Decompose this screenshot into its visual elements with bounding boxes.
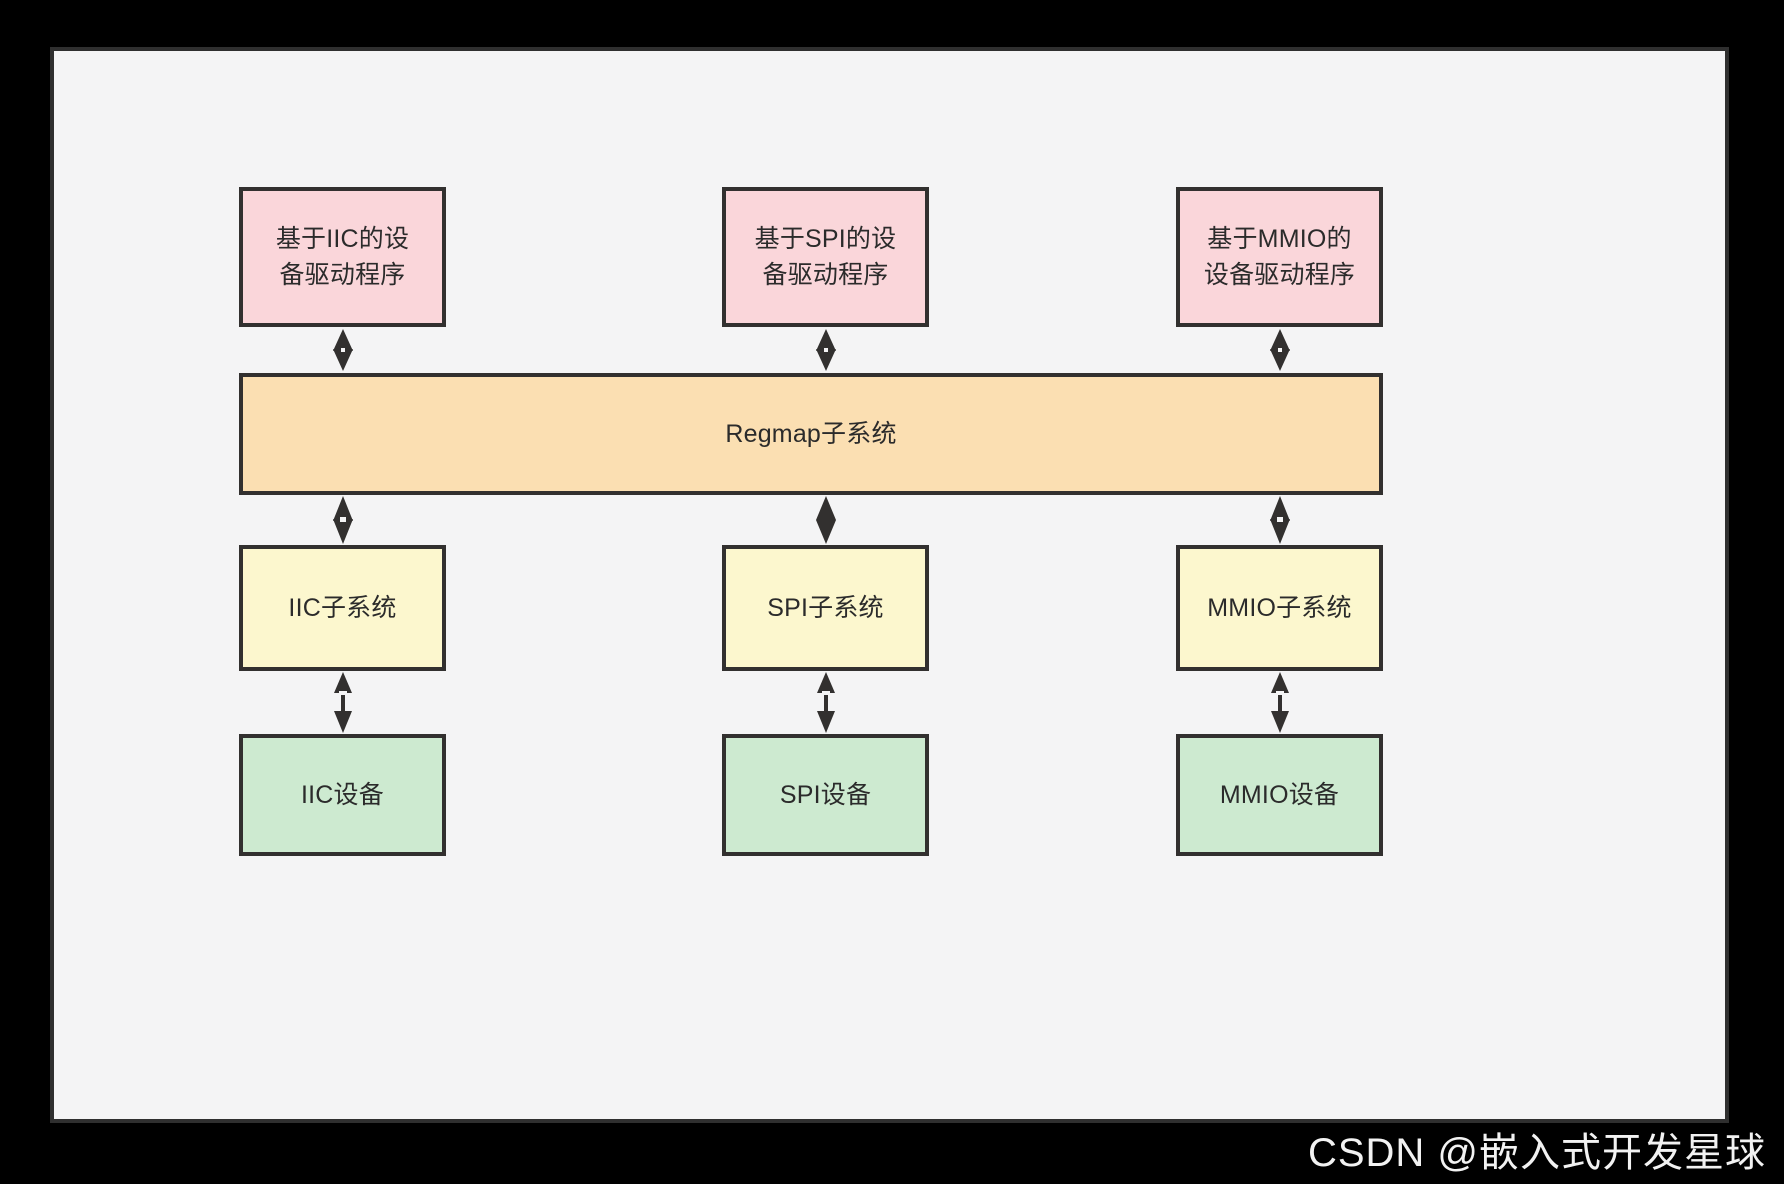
connector-regmap-to-subsys-iic (326, 495, 360, 545)
connector-driver-mmio-to-regmap (1263, 327, 1297, 373)
node-device-mmio[interactable]: MMIO设备 (1176, 734, 1383, 856)
node-regmap-subsystem[interactable]: Regmap子系统 (239, 373, 1383, 495)
node-subsystem-iic[interactable]: IIC子系统 (239, 545, 446, 671)
connector-driver-iic-to-regmap (326, 327, 360, 373)
connector-regmap-to-subsys-mmio (1263, 495, 1297, 545)
connector-subsys-spi-to-device (809, 671, 843, 734)
node-device-iic[interactable]: IIC设备 (239, 734, 446, 856)
connector-subsys-iic-to-device (326, 671, 360, 734)
diagram-canvas: 基于IIC的设 备驱动程序 基于SPI的设 备驱动程序 基于MMIO的 设备驱动… (50, 47, 1729, 1123)
node-subsystem-mmio[interactable]: MMIO子系统 (1176, 545, 1383, 671)
csdn-watermark: CSDN @嵌入式开发星球 (1307, 1131, 1766, 1175)
node-subsystem-spi[interactable]: SPI子系统 (722, 545, 929, 671)
connector-regmap-to-subsys-spi (809, 495, 843, 545)
node-driver-spi[interactable]: 基于SPI的设 备驱动程序 (722, 187, 929, 327)
connector-driver-spi-to-regmap (809, 327, 843, 373)
node-driver-iic[interactable]: 基于IIC的设 备驱动程序 (239, 187, 446, 327)
connector-subsys-mmio-to-device (1263, 671, 1297, 734)
node-device-spi[interactable]: SPI设备 (722, 734, 929, 856)
node-driver-mmio[interactable]: 基于MMIO的 设备驱动程序 (1176, 187, 1383, 327)
